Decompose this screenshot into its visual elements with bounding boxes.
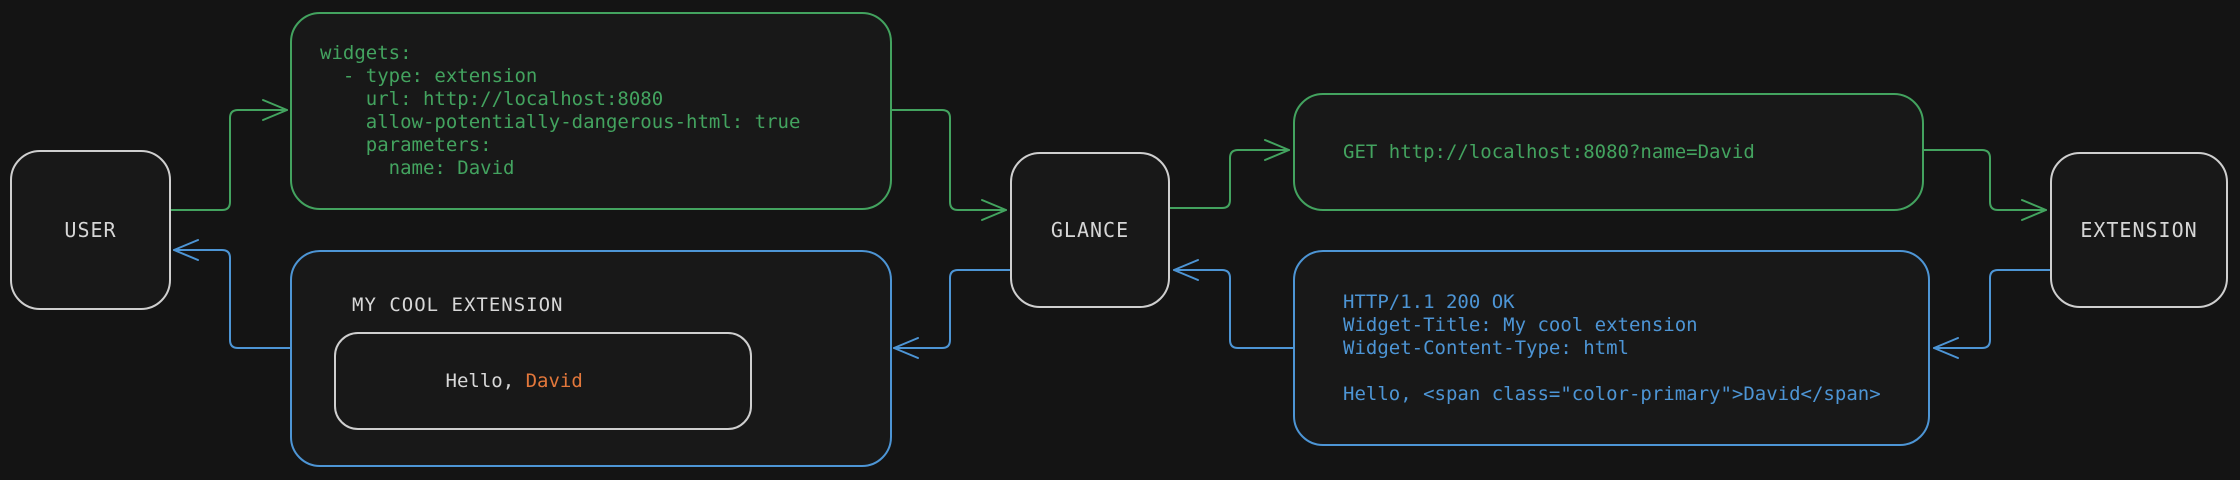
arrowhead-right-icon [262,99,288,121]
config-yaml-code: widgets: - type: extension url: http://l… [320,42,801,179]
extension-node-label: EXTENSION [2080,218,2198,242]
arrowhead-left-icon [1173,259,1199,281]
arrow-extension-to-response [1933,269,2051,359]
arrowhead-right-icon [2021,199,2047,221]
greeting-name: David [525,370,583,392]
arrow-glance-to-request [1169,139,1290,209]
http-request-text: GET http://localhost:8080?name=David [1343,140,1755,163]
config-yaml-box: widgets: - type: extension url: http://l… [290,12,892,210]
greeting-text: Hello, David [336,348,583,414]
widget-title: MY COOL EXTENSION [352,294,564,316]
arrowhead-left-icon [1933,337,1959,359]
arrow-glance-to-widget [893,269,1011,359]
arrowhead-left-icon [173,239,199,261]
extension-node: EXTENSION [2050,152,2228,308]
arrow-response-to-glance [1173,259,1294,349]
http-response-box: HTTP/1.1 200 OK Widget-Title: My cool ex… [1293,250,1930,446]
arrow-config-to-glance [891,109,1007,221]
arrow-widget-to-user [173,239,291,349]
greeting-prefix: Hello, [445,370,526,392]
greeting-frame: Hello, David [334,332,752,430]
arrowhead-left-icon [893,337,919,359]
glance-node-label: GLANCE [1050,218,1130,242]
arrow-user-to-config [170,99,288,211]
arrow-request-to-extension [1923,149,2047,221]
arrowhead-right-icon [981,199,1007,221]
widget-preview-box: MY COOL EXTENSION Hello, David [290,250,892,467]
arrowhead-right-icon [1264,139,1290,161]
http-request-box: GET http://localhost:8080?name=David [1293,93,1924,211]
glance-node: GLANCE [1010,152,1170,308]
user-node: USER [10,150,171,310]
http-response-code: HTTP/1.1 200 OK Widget-Title: My cool ex… [1343,290,1881,405]
user-node-label: USER [64,218,117,242]
